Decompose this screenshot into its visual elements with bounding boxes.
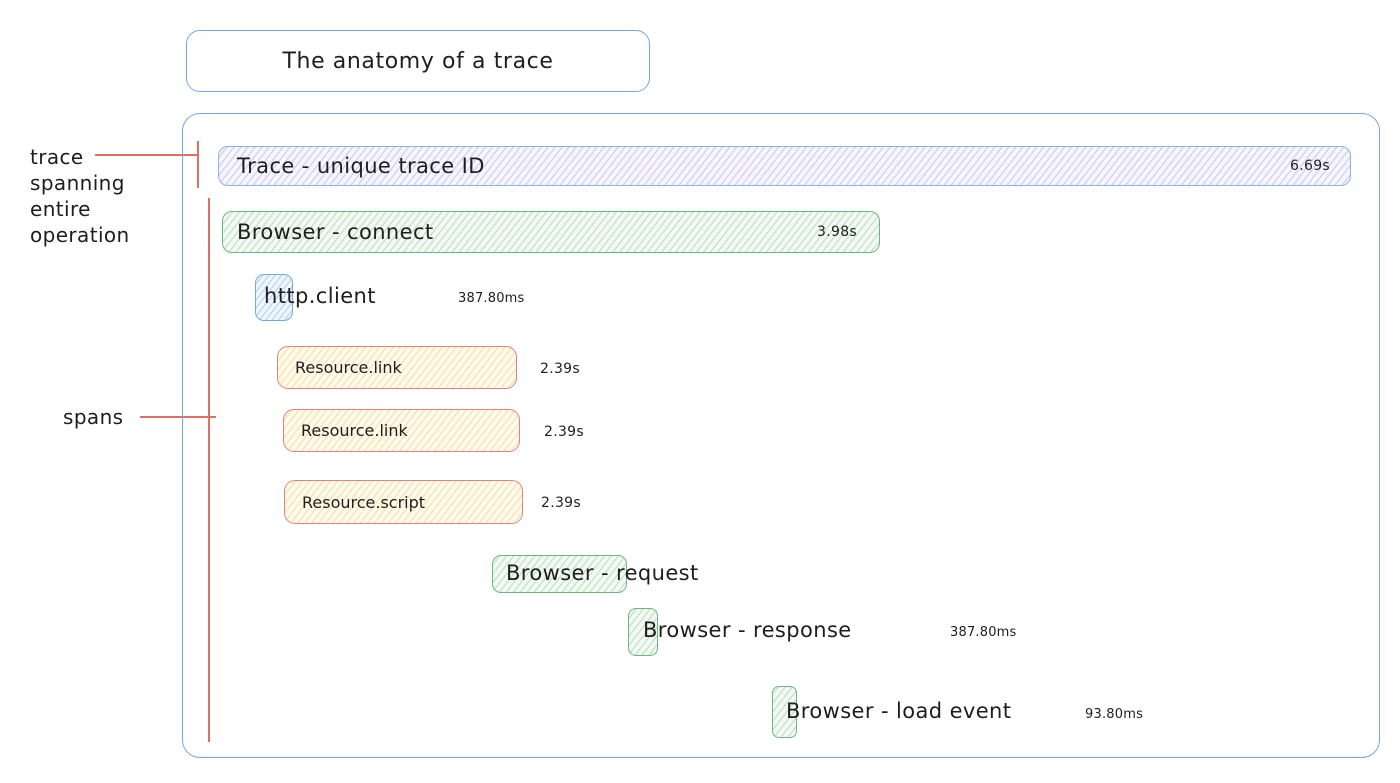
span-browser-request-bar [492,555,627,593]
span-browser-load-event-bar [772,686,797,738]
span-http-client-bar [255,274,293,321]
span-browser-response-label: Browser - response [643,618,852,642]
trace-annotation-line: spanning [30,171,125,195]
span-browser-load-event-duration: 93.80ms [1085,707,1144,722]
span-resource-script-label: Resource.script [302,492,426,512]
trace-bar: Trace - unique trace ID 6.69s [218,146,1351,186]
diagram-title: The anatomy of a trace [282,48,554,74]
spans-annotation-connector-line [140,416,216,418]
span-resource-script: Resource.script [284,480,523,524]
spans-start-rail [208,198,210,742]
span-http-client-duration: 387.80ms [458,291,525,306]
trace-annotation: trace spanning entire operation [30,144,130,248]
span-resource-link-1-duration: 2.39s [540,361,580,377]
span-resource-link-2-label: Resource.link [301,421,408,440]
trace-outer-container [182,113,1380,758]
span-resource-link-1: Resource.link [277,346,517,389]
trace-annotation-line: operation [30,223,130,247]
trace-annotation-line: entire [30,197,91,221]
trace-bar-label: Trace - unique trace ID [237,154,485,178]
trace-annotation-line: trace [30,145,84,169]
span-browser-connect-label: Browser - connect [237,220,434,244]
trace-annotation-connector-tick [197,141,199,188]
span-http-client-label: http.client [264,284,376,308]
span-browser-response-duration: 387.80ms [950,625,1017,640]
span-resource-link-2-duration: 2.39s [544,424,584,440]
span-resource-script-duration: 2.39s [541,495,581,511]
span-browser-request-label: Browser - request [506,561,699,585]
span-resource-link-2: Resource.link [283,409,520,452]
span-browser-connect-duration: 3.98s [817,224,857,240]
title-box: The anatomy of a trace [186,30,650,92]
trace-duration: 6.69s [1290,158,1330,174]
span-browser-load-event-label: Browser - load event [786,699,1012,723]
span-browser-connect: Browser - connect 3.98s [222,211,880,253]
trace-annotation-connector-line [95,154,198,156]
spans-annotation: spans [63,405,124,429]
span-resource-link-1-label: Resource.link [295,358,402,377]
span-browser-response-bar [628,608,658,656]
